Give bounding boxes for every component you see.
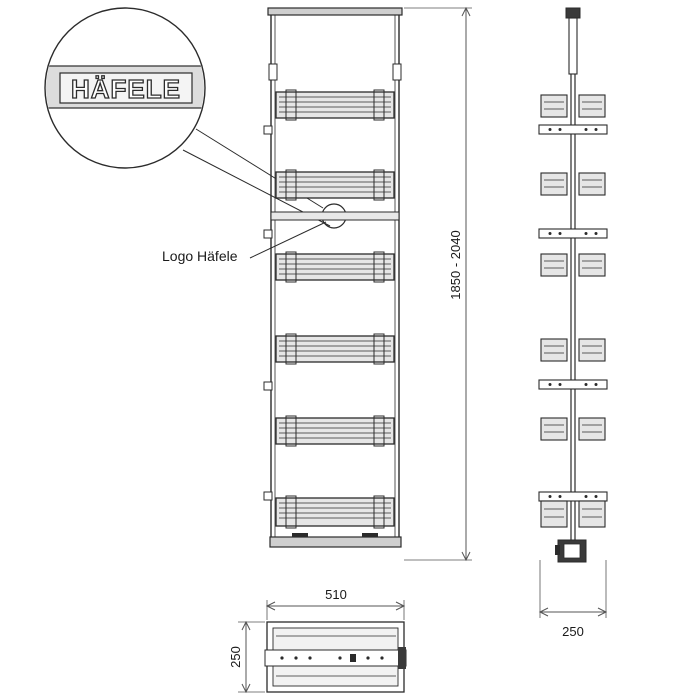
- side-view: [538, 7, 608, 563]
- top-view-mount-bar: [264, 649, 407, 667]
- basket-5: [275, 415, 395, 447]
- basket-6: [275, 495, 395, 529]
- side-top-fixing: [565, 7, 581, 19]
- basket-3: [275, 251, 395, 283]
- basket-4: [275, 333, 395, 365]
- logo-magnifier: HÄFELE: [44, 7, 347, 229]
- height-dimension: 1850 - 2040: [404, 6, 472, 562]
- top-depth-dimension: 250: [228, 620, 265, 694]
- hinge: [263, 125, 273, 135]
- side-crossbar-4: [538, 491, 608, 502]
- side-crossbar-2: [538, 228, 608, 239]
- logo-wordmark: HÄFELE: [71, 74, 181, 104]
- basket-1: [275, 89, 395, 121]
- height-dimension-label: 1850 - 2040: [448, 230, 463, 299]
- hinge: [263, 491, 273, 501]
- top-view: [264, 621, 407, 693]
- hinge: [263, 381, 273, 391]
- side-basket-2: [540, 172, 606, 196]
- bottom-plinth: [269, 536, 402, 548]
- callout-label: Logo Häfele: [162, 248, 238, 264]
- front-view: [263, 7, 403, 548]
- side-depth-dimension: 250: [538, 560, 608, 639]
- side-basket-6: [540, 500, 606, 528]
- side-basket-5: [540, 417, 606, 441]
- top-depth-label: 250: [228, 646, 243, 668]
- side-basket-4: [540, 338, 606, 362]
- width-dimension-label: 510: [325, 587, 347, 602]
- top-rail: [267, 7, 403, 16]
- basket-2: [275, 169, 395, 201]
- logo-crossbar: [270, 211, 400, 221]
- side-basket-1: [540, 94, 606, 118]
- side-crossbar-3: [538, 379, 608, 390]
- side-crossbar-1: [538, 124, 608, 135]
- callout-leader: [249, 221, 327, 259]
- hinge: [263, 229, 273, 239]
- width-dimension: 510: [265, 587, 406, 620]
- side-depth-label: 250: [562, 624, 584, 639]
- side-basket-3: [540, 253, 606, 277]
